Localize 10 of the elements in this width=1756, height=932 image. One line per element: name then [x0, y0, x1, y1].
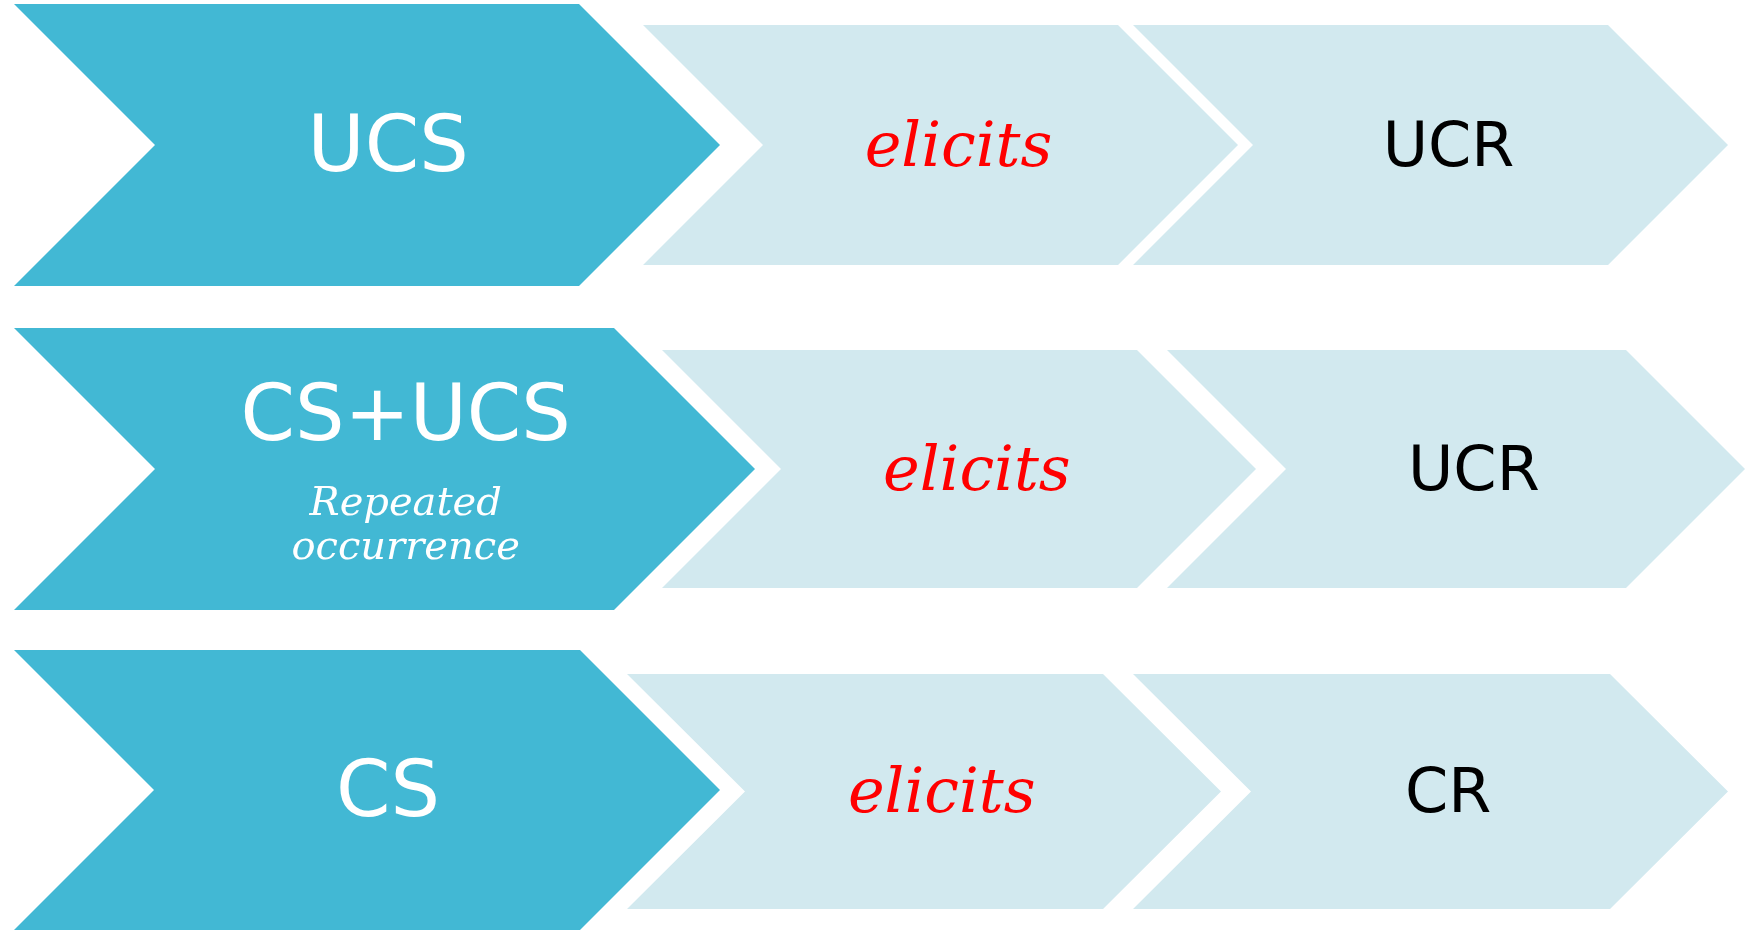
stimulus-label: CS+UCS [240, 371, 571, 457]
response-label: CR [1405, 757, 1492, 826]
verb-label: elicits [847, 757, 1036, 826]
response-label: UCR [1382, 110, 1515, 180]
verb-label: elicits [883, 434, 1071, 504]
response-label: UCR [1407, 434, 1540, 504]
stimulus-label: UCS [307, 102, 469, 188]
stimulus-label: CS [336, 747, 440, 833]
note-label: Repeated occurrence [290, 478, 521, 567]
verb-label: elicits [864, 110, 1053, 180]
